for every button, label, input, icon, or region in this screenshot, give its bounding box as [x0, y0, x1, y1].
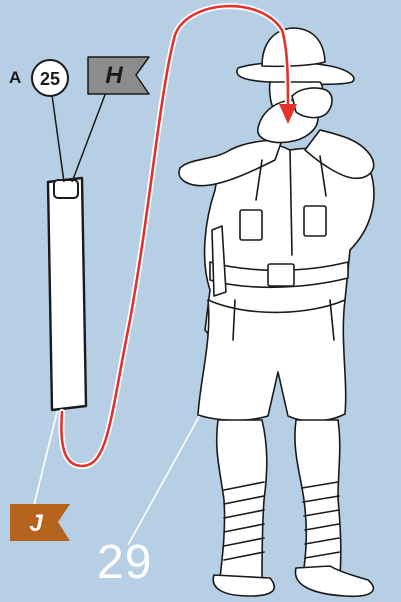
flag-bottom-letter: J — [29, 510, 43, 537]
part-prefix-label: A — [9, 68, 21, 88]
callout-leaders — [52, 92, 106, 182]
step-number: 29 — [97, 535, 152, 590]
soldier-figure-icon — [179, 28, 374, 596]
strip-part-icon — [48, 178, 86, 410]
part-number-text: 25 — [40, 69, 60, 89]
flag-top-letter: H — [105, 62, 123, 89]
